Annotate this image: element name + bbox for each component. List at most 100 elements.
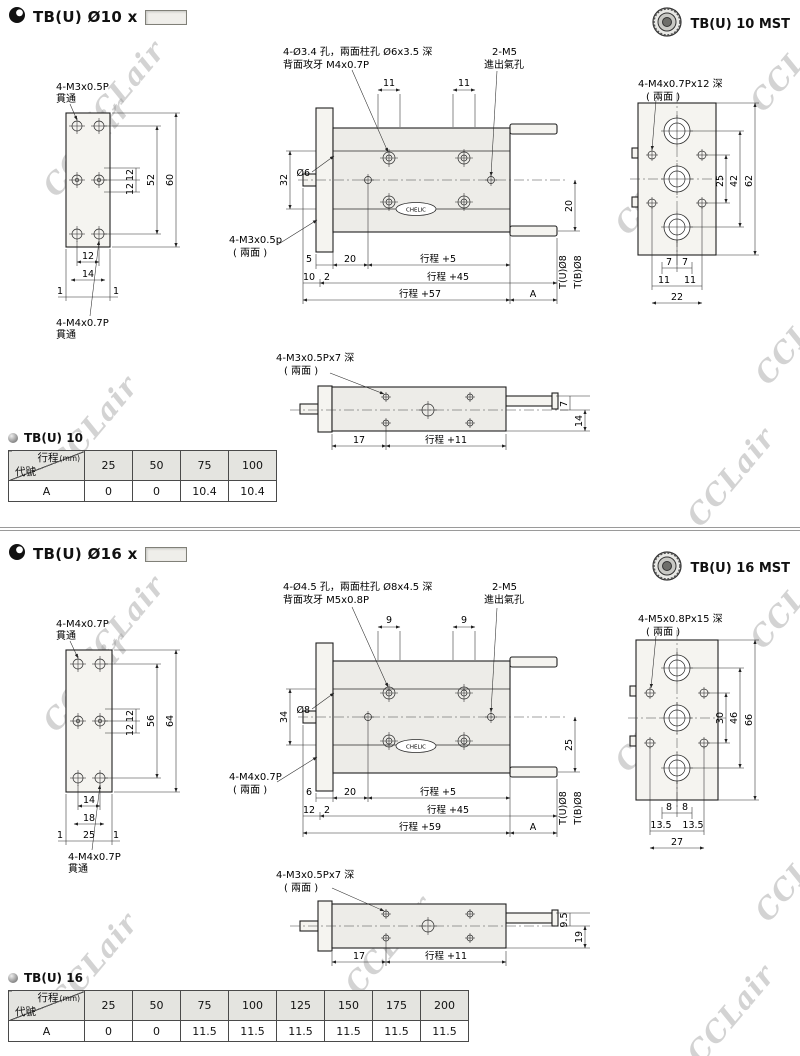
table-data-row: A 0 0 10.4 10.4 bbox=[8, 480, 277, 502]
dim-label: 8 bbox=[682, 802, 688, 813]
tb10-spec-table: 行程(mm) 代號 25 50 75 100 A 0 0 10.4 10.4 bbox=[8, 450, 277, 502]
rod-label: T(U)Ø8 bbox=[558, 255, 569, 290]
table-bullet-icon bbox=[8, 973, 18, 983]
dim-label: 25 bbox=[83, 830, 95, 841]
dim-label: 52 bbox=[146, 174, 157, 186]
dim-label: 12 bbox=[125, 710, 136, 722]
thread-note: 4-M4x0.7P bbox=[56, 619, 109, 630]
tb16-table-title: TB(U) 16 bbox=[8, 971, 83, 985]
dim-label: 行程 +11 bbox=[425, 434, 467, 446]
dim-label: 行程 +11 bbox=[425, 950, 467, 962]
dim-label: 14 bbox=[83, 795, 95, 806]
dim-label: 10 bbox=[303, 272, 315, 283]
row-label-cell: A bbox=[8, 480, 85, 502]
tb16-spec-table: 行程(mm) 代號 25 50 75 100 125 150 175 200 A… bbox=[8, 990, 469, 1042]
value-cell: 0 bbox=[84, 1020, 133, 1042]
section-divider bbox=[0, 527, 800, 531]
dim-label: 行程 +45 bbox=[427, 804, 469, 816]
dim-label: 12 bbox=[125, 169, 136, 181]
thread-note: ( 兩面 ) bbox=[646, 626, 680, 638]
dim-label: 14 bbox=[574, 415, 585, 427]
col-header: 125 bbox=[276, 990, 325, 1021]
corner-code-label: 代號 bbox=[15, 1005, 36, 1018]
col-header: 75 bbox=[180, 990, 229, 1021]
dim-label: 行程 +5 bbox=[420, 786, 456, 798]
thread-note: 貫通 bbox=[68, 863, 88, 875]
stroke-code-box bbox=[144, 9, 187, 25]
dim-label: 12 bbox=[82, 251, 94, 262]
brand-logo-text: CHELIC bbox=[406, 745, 426, 751]
value-cell: 0 bbox=[132, 1020, 181, 1042]
section-title: TB(U) Ø16 x bbox=[33, 545, 138, 563]
col-header: 25 bbox=[84, 450, 133, 481]
table-title-text: TB(U) 10 bbox=[24, 431, 83, 445]
dim-label: 19 bbox=[574, 931, 585, 943]
table-header-row: 行程(mm) 代號 25 50 75 100 bbox=[8, 450, 277, 481]
dim-label: 12 bbox=[125, 183, 136, 195]
thread-note: 貫通 bbox=[56, 329, 76, 341]
dim-label: 22 bbox=[671, 292, 683, 303]
rod-label: T(B)Ø8 bbox=[573, 791, 584, 825]
dim-label: 11 bbox=[684, 275, 696, 286]
table-bullet-icon bbox=[8, 433, 18, 443]
dim-label: 7 bbox=[666, 257, 672, 268]
dim-label: 行程 +5 bbox=[420, 253, 456, 265]
tb10-end-view: 4-M4x0.7Px12 深 ( 兩面 ) 25 42 62 7 7 11 11… bbox=[630, 78, 759, 305]
thread-note: 4-M4x0.7Px12 深 bbox=[638, 78, 723, 90]
mst-label: TB(U) 16 MST bbox=[690, 560, 790, 576]
dim-label: 42 bbox=[729, 175, 740, 187]
tb10-side-view: 4-M3x0.5Px7 深 ( 兩面 ) 7 14 17 行程 +11 bbox=[276, 352, 590, 450]
dim-label: 20 bbox=[344, 787, 356, 798]
port-note: 2-M5 bbox=[492, 582, 517, 593]
dim-label: 6 bbox=[306, 787, 312, 798]
thread-note: ( 兩面 ) bbox=[233, 247, 267, 259]
dim-label: 25 bbox=[715, 175, 726, 187]
dim-label: 12 bbox=[125, 724, 136, 736]
dim-label: 32 bbox=[279, 174, 290, 186]
dim-label: 17 bbox=[353, 435, 365, 446]
thread-note: ( 兩面 ) bbox=[646, 91, 680, 103]
dim-label: 5 bbox=[306, 254, 312, 265]
value-cell: 11.5 bbox=[276, 1020, 325, 1042]
corner-stroke-label: 行程(mm) bbox=[37, 452, 80, 464]
rod-label: T(B)Ø8 bbox=[573, 255, 584, 289]
value-cell: 11.5 bbox=[372, 1020, 421, 1042]
thread-note: 4-M4x0.7P bbox=[229, 772, 282, 783]
dim-label: 9.5 bbox=[559, 912, 570, 927]
thread-note: 4-M3x0.5P bbox=[56, 82, 109, 93]
thread-note: 4-M3x0.5Px7 深 bbox=[276, 352, 354, 364]
dim-label: 9 bbox=[461, 615, 467, 626]
rod-label: T(U)Ø8 bbox=[558, 791, 569, 826]
thread-note: 4-M4x0.7P bbox=[68, 852, 121, 863]
dim-label: 13.5 bbox=[650, 820, 671, 831]
dim-label: 1 bbox=[57, 286, 63, 297]
dim-label: 56 bbox=[146, 715, 157, 727]
thread-note: ( 兩面 ) bbox=[284, 882, 318, 894]
dim-label: 13.5 bbox=[682, 820, 703, 831]
thread-note: 4-M3x0.5p bbox=[229, 235, 282, 246]
thread-note: 貫通 bbox=[56, 630, 76, 642]
thread-note: ( 兩面 ) bbox=[233, 784, 267, 796]
tb10-header: TB(U) Ø10 x bbox=[8, 6, 187, 28]
dim-label: 8 bbox=[666, 802, 672, 813]
dim-label: 46 bbox=[729, 712, 740, 724]
dim-label: 1 bbox=[57, 830, 63, 841]
hole-note: 背面攻牙 M4x0.7P bbox=[283, 58, 369, 71]
tb16-side-view: 4-M3x0.5Px7 深 ( 兩面 ) 9.5 19 17 行程 +11 bbox=[276, 869, 590, 966]
tb10-front-view: 4-M3x0.5P 貫通 4-M4x0.7P 貫通 12 12 52 60 12… bbox=[56, 82, 180, 341]
port-note: 進出氣孔 bbox=[484, 58, 524, 71]
dim-label: A bbox=[530, 289, 537, 300]
col-header: 150 bbox=[324, 990, 373, 1021]
col-header: 75 bbox=[180, 450, 229, 481]
corner-cell: 行程(mm) 代號 bbox=[8, 990, 85, 1021]
dim-label: 25 bbox=[564, 739, 575, 751]
dim-label: 66 bbox=[744, 714, 755, 726]
mount-nut-icon bbox=[651, 550, 683, 586]
value-cell: 11.5 bbox=[180, 1020, 229, 1042]
row-label-cell: A bbox=[8, 1020, 85, 1042]
dim-label: 11 bbox=[458, 78, 470, 89]
tb16-end-view: 4-M5x0.8Px15 深 ( 兩面 ) 30 46 66 8 8 13.5 … bbox=[628, 613, 759, 850]
tb16-mst: TB(U) 16 MST bbox=[651, 550, 790, 586]
col-header: 100 bbox=[228, 450, 277, 481]
